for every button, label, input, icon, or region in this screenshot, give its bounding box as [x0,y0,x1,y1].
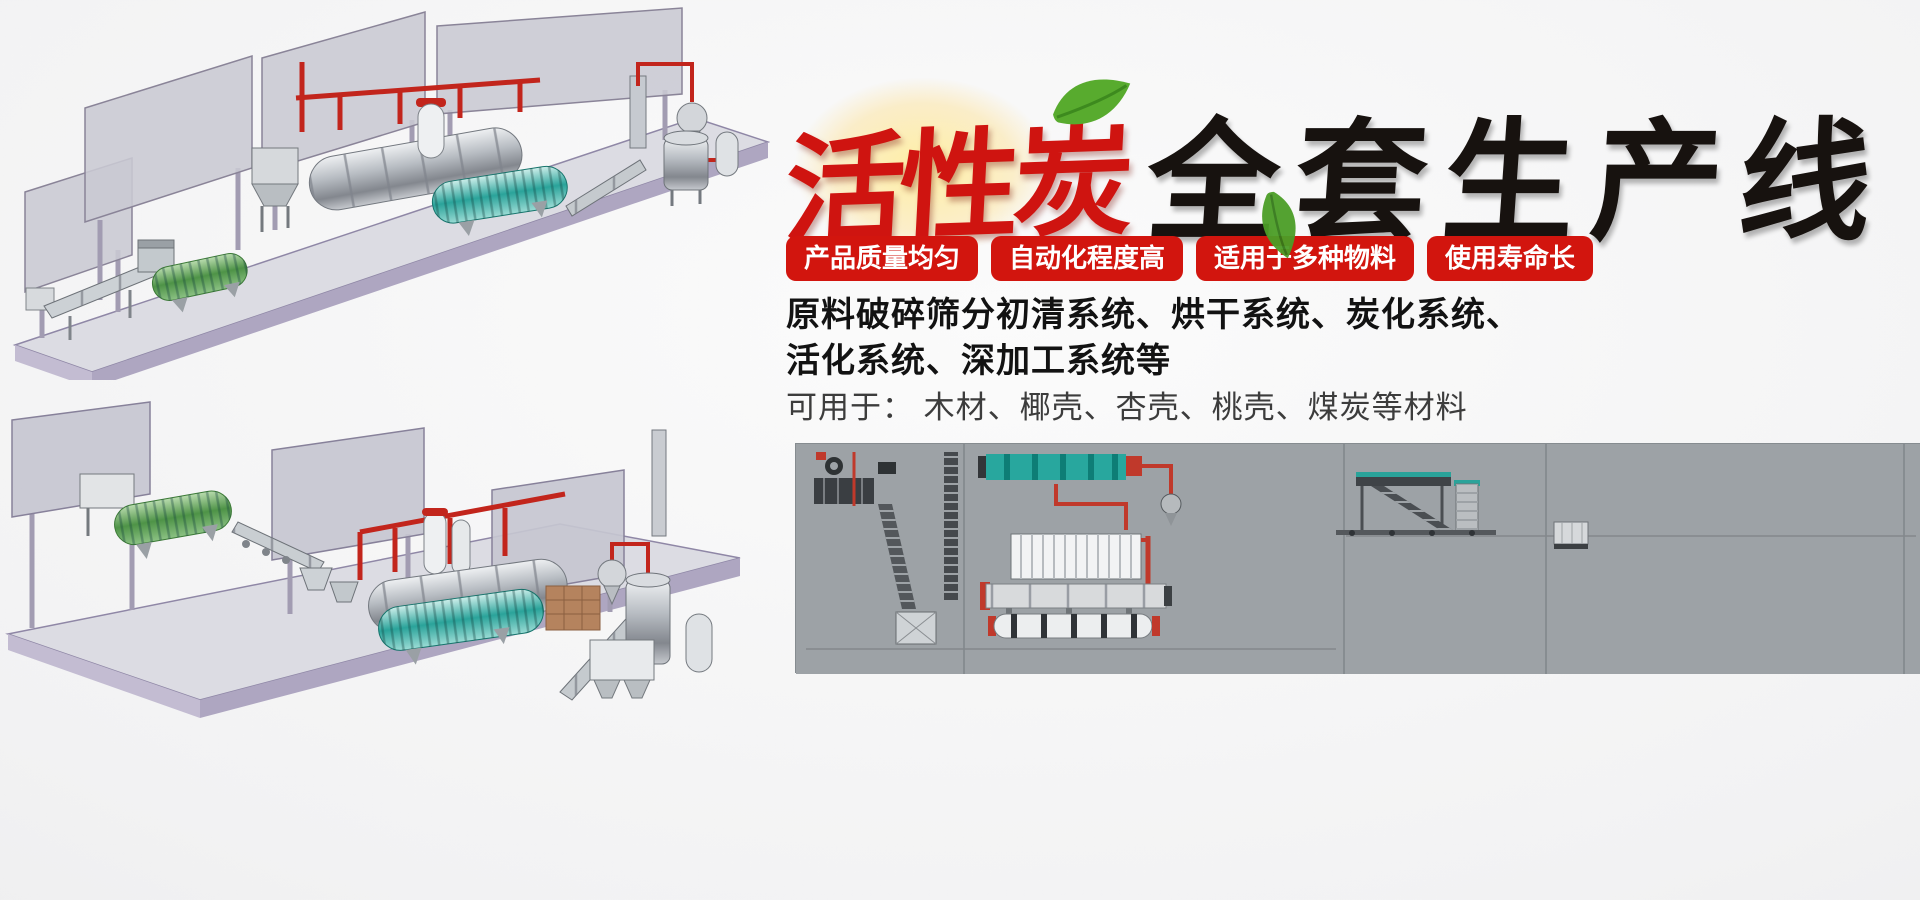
production-line-3d-render-bottom [5,401,741,718]
cooling-drum [431,165,568,237]
carbonization-furnace [629,62,739,206]
system-description: 原料破碎筛分初清系统、烘干系统、炭化系统、 活化系统、深加工系统等 [786,292,1521,384]
cyclone-piping [1054,464,1182,530]
usage-text: 可用于： 木材、椰壳、杏壳、桃壳、煤炭等材料 [786,390,1468,425]
hoppers [299,567,359,603]
brick-structure [545,585,601,631]
feature-badges: 产品质量均匀 自动化程度高 适用于多种物料 使用寿命长 [786,236,1594,281]
green-screening-drum [114,490,232,560]
badge-lifespan: 使用寿命长 [1427,236,1594,281]
control-box [895,611,937,645]
descending-conveyor [878,504,916,609]
badge-automation: 自动化程度高 [991,236,1184,281]
plant-layout-schematic [795,443,1920,674]
badge-materials: 适用于多种物料 [1196,236,1415,281]
feeder-hopper [79,473,135,536]
cooler-grid-box [1010,533,1151,584]
dust-collectors [589,613,713,699]
activation-furnace [980,582,1172,616]
plant-layout-schematic-svg [796,444,1920,674]
far-right-machine [1553,521,1589,549]
rotary-dryer [308,127,523,211]
green-screening-drum [151,253,248,313]
description-line-1: 原料破碎筛分初清系统、烘干系统、炭化系统、 [786,296,1521,334]
buffer-tank [416,98,446,159]
transfer-conveyor [231,521,325,573]
dryer-drum [978,454,1142,480]
tanks [422,508,471,575]
red-piping [295,62,541,132]
carbonizer-drum [988,613,1160,639]
cooling-drum [378,588,544,665]
production-line-3d-render-top [12,7,770,380]
transfer-conveyor [565,159,647,217]
description-line-2: 活化系统、深加工系统等 [786,342,1171,380]
bag-filter [251,147,299,232]
red-piping [357,491,566,580]
feed-conveyor [25,261,161,340]
packing-line [1336,472,1496,536]
badge-product-quality: 产品质量均匀 [786,236,979,281]
crusher-unit [814,452,896,506]
bucket-elevator [944,452,958,602]
wall-seams [963,444,1905,674]
